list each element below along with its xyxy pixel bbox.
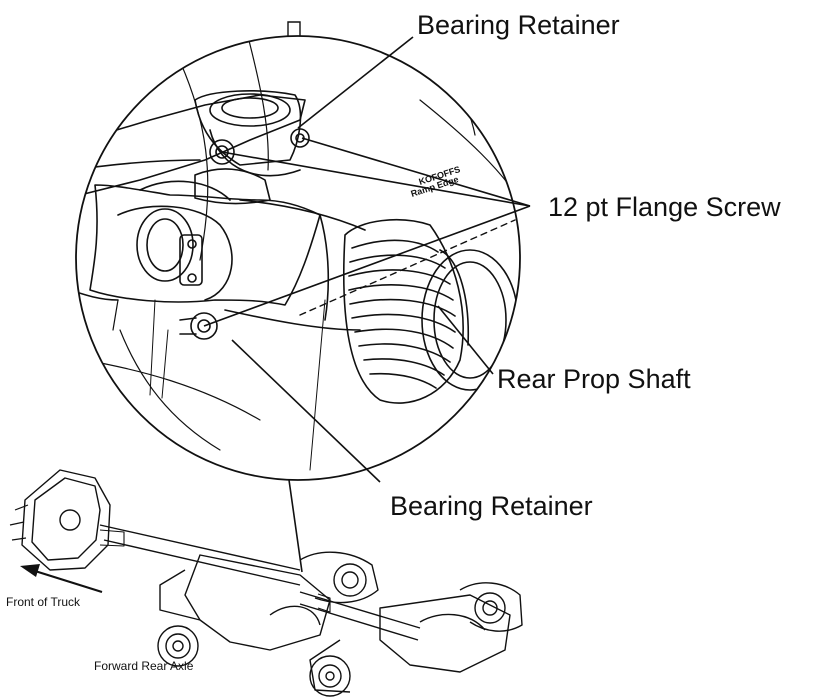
- leader-lines: [203, 36, 531, 573]
- bearing-retainer-label-bottom: Bearing Retainer: [390, 491, 593, 521]
- axle-assembly: [9, 469, 523, 697]
- flange-screw-label: 12 pt Flange Screw: [548, 192, 781, 222]
- forward-rear-axle-label: Forward Rear Axle: [94, 659, 194, 673]
- bearing-retainer-label-top: Bearing Retainer: [417, 10, 620, 40]
- front-direction-arrow: [20, 564, 103, 594]
- rear-prop-shaft-label: Rear Prop Shaft: [497, 364, 691, 394]
- housing-stamp: KOFOFFS Ramp Edge: [410, 164, 462, 199]
- detail-magnifier: [75, 21, 521, 481]
- front-of-truck-label: Front of Truck: [6, 595, 81, 609]
